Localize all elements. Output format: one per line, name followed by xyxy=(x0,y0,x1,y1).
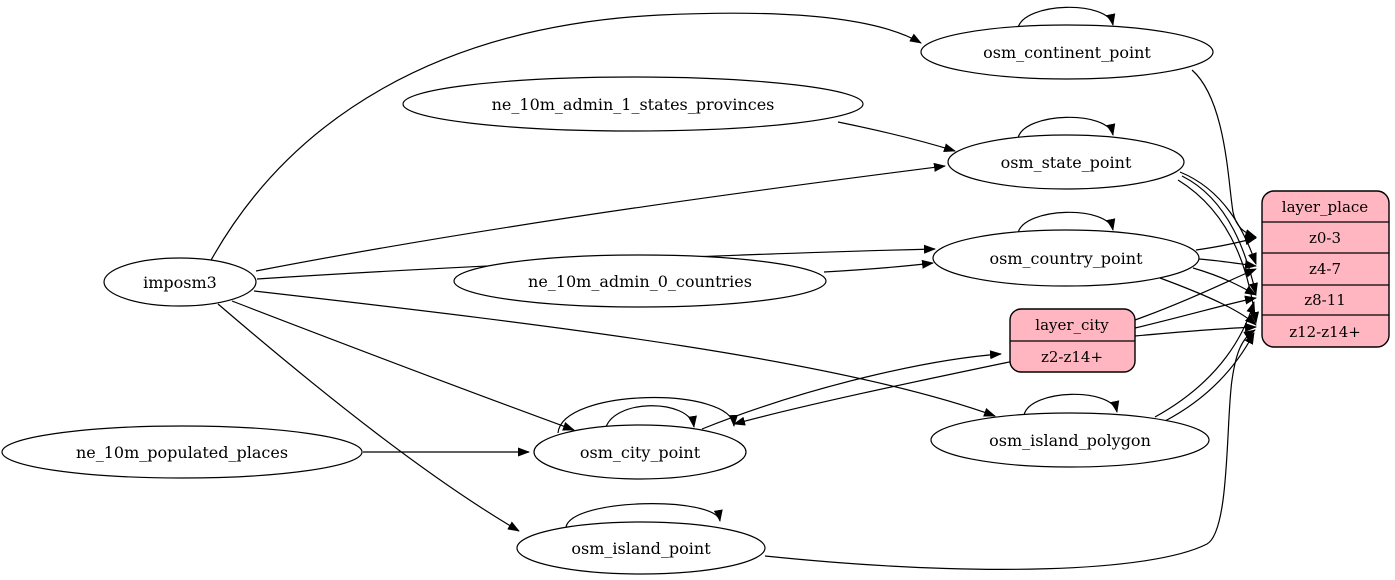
node-osm-country-point: osm_country_point xyxy=(932,229,1200,287)
node-ne-10m-admin-0-countries-shape xyxy=(453,254,827,308)
edge-layer-city-osm-city-point xyxy=(733,360,1015,426)
edge-osm-city-point-zrow3 xyxy=(1134,322,1257,337)
node-osm-country-point-shape xyxy=(932,229,1200,287)
record-layer-city: layer_city z2-z14+ xyxy=(1009,308,1136,373)
node-ne-10m-admin-1-states-provinces-label: ne_10m_admin_1_states_provinces xyxy=(492,95,775,114)
record-layer-place-row-z4-7: z4-7 xyxy=(1309,260,1341,278)
record-layer-city-row-z2-z14: z2-z14+ xyxy=(1041,348,1103,366)
node-ne-10m-admin-1-states-provinces: ne_10m_admin_1_states_provinces xyxy=(402,76,864,132)
edge-osm-country-point-zrow3 xyxy=(1159,277,1257,326)
record-layer-place-row-z12-z14: z12-z14+ xyxy=(1289,323,1361,341)
node-osm-island-point-shape xyxy=(516,521,766,575)
node-osm-island-point-label: osm_island_point xyxy=(571,539,711,558)
self-loop-osm-continent-point xyxy=(1017,6,1116,29)
edge-ne10m-admin1-osm-state-point xyxy=(837,121,956,153)
edge-imposm3-osm-island-point xyxy=(217,303,520,532)
edge-osm-continent-point-zrow0 xyxy=(1191,69,1257,238)
record-layer-place: layer_place z0-3 z4-7 z8-11 z12-z14+ xyxy=(1261,190,1390,348)
edge-osm-city-point-zrow1 xyxy=(1134,268,1257,321)
node-osm-continent-point-label: osm_continent_point xyxy=(983,43,1151,62)
node-osm-state-point-shape xyxy=(947,134,1185,190)
edge-ne10m-admin0-osm-country-point xyxy=(823,259,934,273)
node-osm-island-polygon-label: osm_island_polygon xyxy=(989,431,1151,450)
self-loop-osm-country-point xyxy=(1017,211,1116,234)
node-ne-10m-populated-places-shape xyxy=(1,425,363,479)
self-loop-osm-state-point xyxy=(1017,116,1116,139)
node-osm-city-point-shape xyxy=(533,424,747,480)
edge-osm-island-point-zrow3 xyxy=(764,329,1256,570)
node-osm-city-point: osm_city_point xyxy=(533,424,747,480)
record-layer-place-title: layer_place xyxy=(1282,198,1369,216)
edge-osm-city-point-zrow2 xyxy=(1134,295,1257,329)
self-loop-osm-island-polygon xyxy=(1023,393,1120,416)
node-ne-10m-admin-0-countries: ne_10m_admin_0_countries xyxy=(453,254,827,308)
node-osm-continent-point-shape xyxy=(920,24,1214,80)
self-loop-osm-city-point-outer xyxy=(557,397,738,434)
node-ne-10m-admin-1-states-provinces-shape xyxy=(402,76,864,132)
self-loop-osm-island-point xyxy=(565,503,723,528)
node-osm-city-point-label: osm_city_point xyxy=(580,443,701,462)
node-ne-10m-populated-places-label: ne_10m_populated_places xyxy=(76,443,288,462)
edge-osm-country-point-zrow2 xyxy=(1192,267,1257,296)
edge-layer xyxy=(209,6,1260,570)
edge-osm-country-point-zrow1 xyxy=(1198,258,1257,270)
node-osm-state-point: osm_state_point xyxy=(947,134,1185,190)
node-ne-10m-populated-places: ne_10m_populated_places xyxy=(1,425,363,479)
edge-osm-city-point-layer-city xyxy=(701,350,1002,430)
node-imposm3-shape xyxy=(103,257,257,307)
record-layer-place-box xyxy=(1261,190,1390,348)
edge-osm-island-polygon-zrow3 xyxy=(1164,332,1255,422)
node-osm-island-point: osm_island_point xyxy=(516,521,766,575)
edge-imposm3-osm-state-point xyxy=(255,162,946,272)
node-osm-state-point-label: osm_state_point xyxy=(1001,153,1132,172)
edge-osm-island-polygon-zrow2 xyxy=(1154,301,1256,418)
edge-osm-state-point-zrow1 xyxy=(1179,171,1257,265)
node-imposm3: imposm3 xyxy=(103,257,257,307)
node-osm-island-polygon: osm_island_polygon xyxy=(930,412,1210,468)
self-loop-osm-city-point-inner xyxy=(604,405,697,432)
node-osm-continent-point: osm_continent_point xyxy=(920,24,1214,80)
node-imposm3-label: imposm3 xyxy=(143,273,217,292)
edge-imposm3-osm-continent-point xyxy=(209,12,922,263)
edge-imposm3-osm-island-polygon xyxy=(253,290,996,417)
node-osm-country-point-label: osm_country_point xyxy=(989,249,1143,268)
edge-osm-country-point-zrow0 xyxy=(1195,236,1257,251)
record-layer-city-title: layer_city xyxy=(1035,316,1109,334)
node-ne-10m-admin-0-countries-label: ne_10m_admin_0_countries xyxy=(528,272,752,291)
record-layer-place-row-z0-3: z0-3 xyxy=(1309,229,1341,247)
node-osm-island-polygon-shape xyxy=(930,412,1210,468)
edge-osm-state-point-zrow2 xyxy=(1181,175,1258,295)
edge-imposm3-osm-city-point xyxy=(231,300,575,431)
record-layer-place-row-z8-11: z8-11 xyxy=(1304,291,1346,309)
